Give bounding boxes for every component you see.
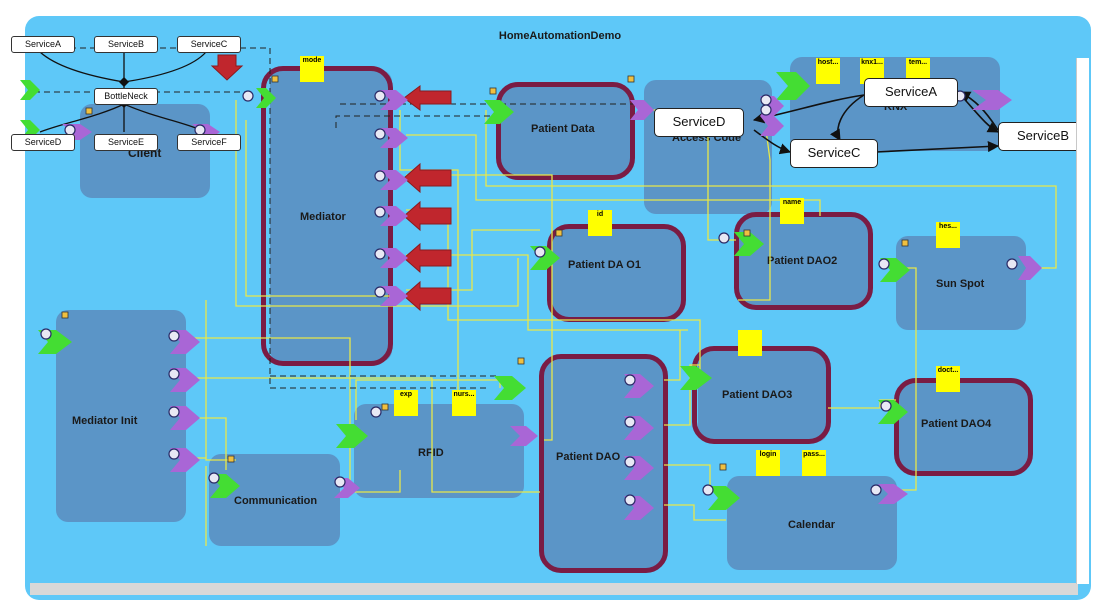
rfid-label: RFID — [418, 447, 444, 459]
calendar-component[interactable] — [727, 476, 897, 570]
patient-data-component[interactable] — [500, 86, 630, 176]
workflow-service-e[interactable]: ServiceE — [94, 134, 158, 151]
workflow-service-f[interactable]: ServiceF — [177, 134, 241, 151]
patient-data-highlight — [496, 82, 635, 180]
patient-dao4-highlight — [894, 378, 1033, 476]
name-tag[interactable]: name — [780, 198, 804, 224]
patient-data-label: Patient Data — [531, 123, 595, 135]
patient-dao3-component[interactable] — [698, 350, 828, 442]
knx-service-a[interactable]: ServiceA — [864, 78, 958, 107]
horizontal-scrollbar[interactable] — [30, 583, 1078, 595]
mediator-init-component[interactable] — [56, 310, 186, 522]
hes-tag[interactable]: hes... — [936, 222, 960, 248]
diagram-title: HomeAutomationDemo — [498, 30, 622, 42]
communication-label: Communication — [234, 495, 318, 507]
knx-service-b[interactable]: ServiceB — [998, 122, 1088, 151]
host-tag[interactable]: host... — [816, 58, 840, 84]
login-tag[interactable]: login — [756, 450, 780, 476]
knx-service-c[interactable]: ServiceC — [790, 139, 878, 168]
patient-dao-highlight — [539, 354, 668, 573]
vertical-scrollbar[interactable] — [1076, 58, 1089, 584]
knx-service-d[interactable]: ServiceD — [654, 108, 744, 137]
workflow-service-b[interactable]: ServiceB — [94, 36, 158, 53]
patient-dao2-label: Patient DAO2 — [767, 255, 838, 267]
calendar-label: Calendar — [788, 519, 836, 531]
nurs-tag[interactable]: nurs... — [452, 390, 476, 416]
mediator-component[interactable] — [270, 70, 392, 362]
exp-tag[interactable]: exp — [394, 390, 418, 416]
patient-dao3-label: Patient DAO3 — [722, 389, 793, 401]
patient-dao1-label: Patient DA O1 — [568, 259, 641, 271]
client-component[interactable] — [80, 104, 210, 198]
sun-spot-component[interactable] — [896, 236, 1026, 330]
workflow-service-c[interactable]: ServiceC — [177, 36, 241, 53]
doct-tag[interactable]: doct... — [936, 366, 960, 392]
red-arrows — [210, 54, 452, 312]
mediator-init-label: Mediator Init — [72, 415, 138, 427]
rfid-component[interactable] — [354, 404, 524, 498]
id-tag[interactable]: id — [588, 210, 612, 236]
patient-dao4-label: Patient DAO4 — [921, 418, 992, 430]
provided-ports — [20, 72, 910, 510]
dao3-tag[interactable] — [738, 330, 762, 356]
patient-dao-label: Patient DAO — [556, 451, 621, 463]
sun-spot-label: Sun Spot — [936, 278, 985, 290]
mode-tag[interactable]: mode — [300, 56, 324, 82]
communication-component[interactable] — [209, 454, 340, 546]
yellow-wires — [186, 100, 1057, 546]
pass-tag[interactable]: pass... — [802, 450, 826, 476]
tool-icons — [61, 75, 909, 471]
workflow-service-a[interactable]: ServiceA — [11, 36, 75, 53]
mediator-label: Mediator — [300, 211, 346, 223]
workflow-bottleneck[interactable]: BottleNeck — [94, 88, 158, 105]
interface-icons — [40, 90, 1018, 506]
workflow-service-d[interactable]: ServiceD — [11, 134, 75, 151]
patient-dao1-component[interactable] — [551, 228, 681, 318]
patient-dao2-component[interactable] — [738, 216, 868, 308]
patient-dao4-component[interactable] — [899, 382, 1029, 474]
